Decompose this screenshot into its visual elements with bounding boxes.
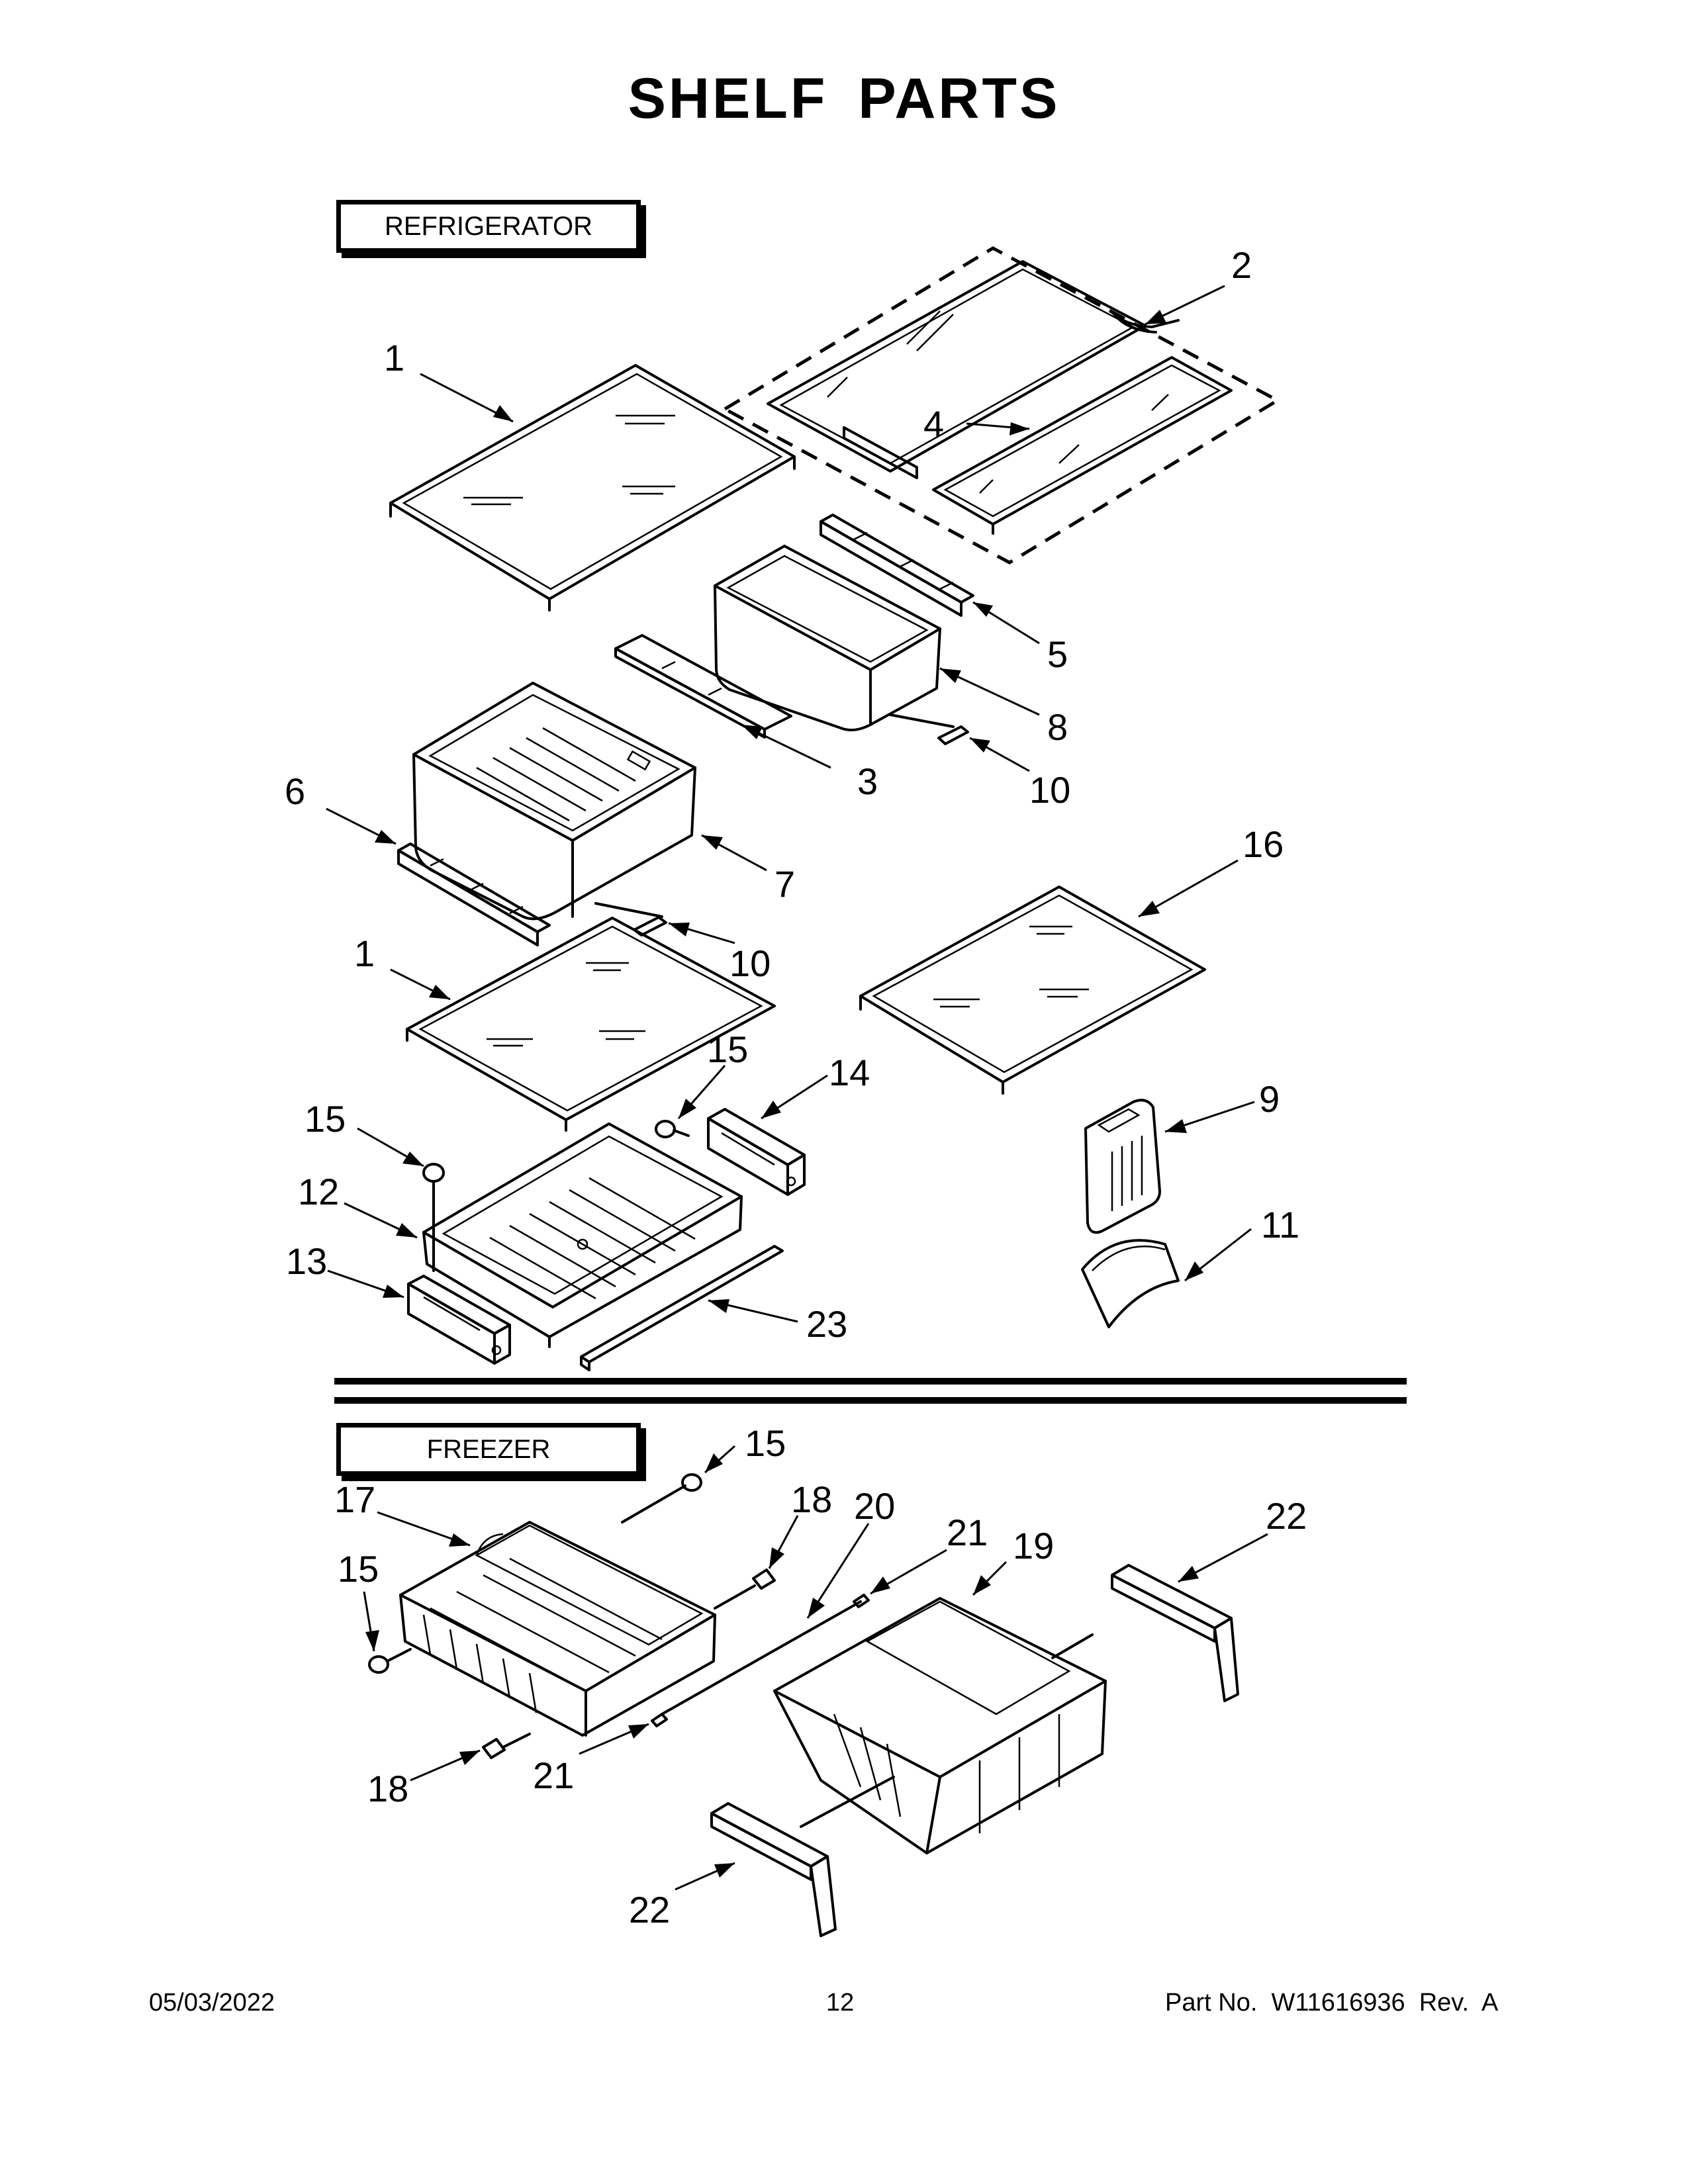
callout-1-middle: 1 — [354, 933, 375, 974]
bin-rod-clip-upper — [889, 713, 969, 745]
drawer-slide-rail-left — [397, 842, 551, 946]
callout-22-lower: 22 — [629, 1889, 670, 1931]
freezer-stud-lower — [482, 1733, 531, 1759]
page-title: SHELF PARTS — [628, 67, 1060, 130]
air-filter-housing — [1084, 1099, 1161, 1234]
callout-4: 4 — [923, 403, 944, 445]
callout-9: 9 — [1259, 1078, 1280, 1120]
callout-13: 13 — [286, 1240, 327, 1282]
freezer-stud-upper — [714, 1569, 776, 1610]
callout-19: 19 — [1013, 1525, 1054, 1567]
callout-1-upper: 1 — [384, 337, 404, 379]
footer-page-number: 12 — [826, 1989, 855, 2017]
footer-part-number: Part No. W11616936 Rev. A — [1165, 1989, 1499, 2017]
crisper-bin-lower — [412, 682, 696, 921]
callout-21-upper: 21 — [947, 1512, 988, 1553]
callout-18-lower: 18 — [367, 1768, 408, 1809]
filter-element — [1081, 1239, 1180, 1328]
freezer-label-text: FREEZER — [426, 1435, 551, 1464]
split-glass-shelf-right — [932, 356, 1233, 535]
freezer-axle-rod — [651, 1594, 870, 1727]
refrigerator-label-text: REFRIGERATOR — [384, 212, 593, 241]
freezer-slide-upper — [1051, 1564, 1239, 1702]
glass-shelf-middle — [406, 917, 776, 1132]
callout-14: 14 — [829, 1052, 870, 1093]
callout-3: 3 — [857, 760, 878, 802]
callout-15-right: 15 — [707, 1028, 748, 1070]
callout-10-upper: 10 — [1029, 769, 1070, 811]
freezer-basket-upper — [399, 1521, 716, 1737]
deli-pan — [422, 1122, 743, 1348]
pan-bracket-left — [407, 1275, 511, 1365]
freezer-roller-left — [368, 1648, 412, 1674]
callout-8: 8 — [1047, 706, 1068, 748]
roller-right — [655, 1120, 690, 1138]
glass-shelf-upper — [389, 364, 796, 612]
callout-7: 7 — [774, 863, 795, 905]
callout-6: 6 — [285, 770, 305, 812]
callout-15-freezer-left: 15 — [338, 1548, 379, 1590]
freezer-section-label: FREEZER — [336, 1423, 641, 1476]
footer-date: 05/03/2022 — [149, 1989, 275, 2017]
callout-15-freezer-upper: 15 — [745, 1422, 786, 1464]
callout-15-left: 15 — [305, 1098, 346, 1140]
shelf-rail-trim — [843, 426, 918, 479]
callout-10-lower: 10 — [729, 942, 771, 984]
bin-cover-strip — [614, 634, 792, 739]
callout-11: 11 — [1261, 1204, 1299, 1246]
callout-22-upper: 22 — [1266, 1495, 1307, 1537]
drawer-slide-rail-right — [820, 514, 974, 617]
freezer-roller-upper — [621, 1473, 702, 1524]
callout-2: 2 — [1231, 244, 1252, 286]
split-glass-shelf-left — [767, 260, 1180, 473]
freezer-slide-lower — [710, 1776, 895, 1937]
pan-bracket-right — [707, 1108, 806, 1196]
shelf-assembly-boundary — [721, 246, 1282, 565]
trim-strip — [580, 1245, 784, 1371]
callout-17: 17 — [334, 1479, 375, 1520]
callout-leaders — [326, 285, 1268, 1891]
callout-18-upper: 18 — [791, 1479, 832, 1520]
callout-23: 23 — [806, 1303, 847, 1345]
refrigerator-section-label: REFRIGERATOR — [336, 200, 641, 253]
glass-shelf-right — [859, 886, 1206, 1095]
callout-12: 12 — [298, 1171, 339, 1212]
callout-21-lower: 21 — [533, 1754, 574, 1796]
callout-20: 20 — [854, 1485, 895, 1527]
freezer-basket-lower — [773, 1597, 1107, 1854]
callout-5: 5 — [1047, 633, 1068, 675]
crisper-bin-upper — [714, 545, 941, 732]
callout-16: 16 — [1243, 823, 1284, 865]
